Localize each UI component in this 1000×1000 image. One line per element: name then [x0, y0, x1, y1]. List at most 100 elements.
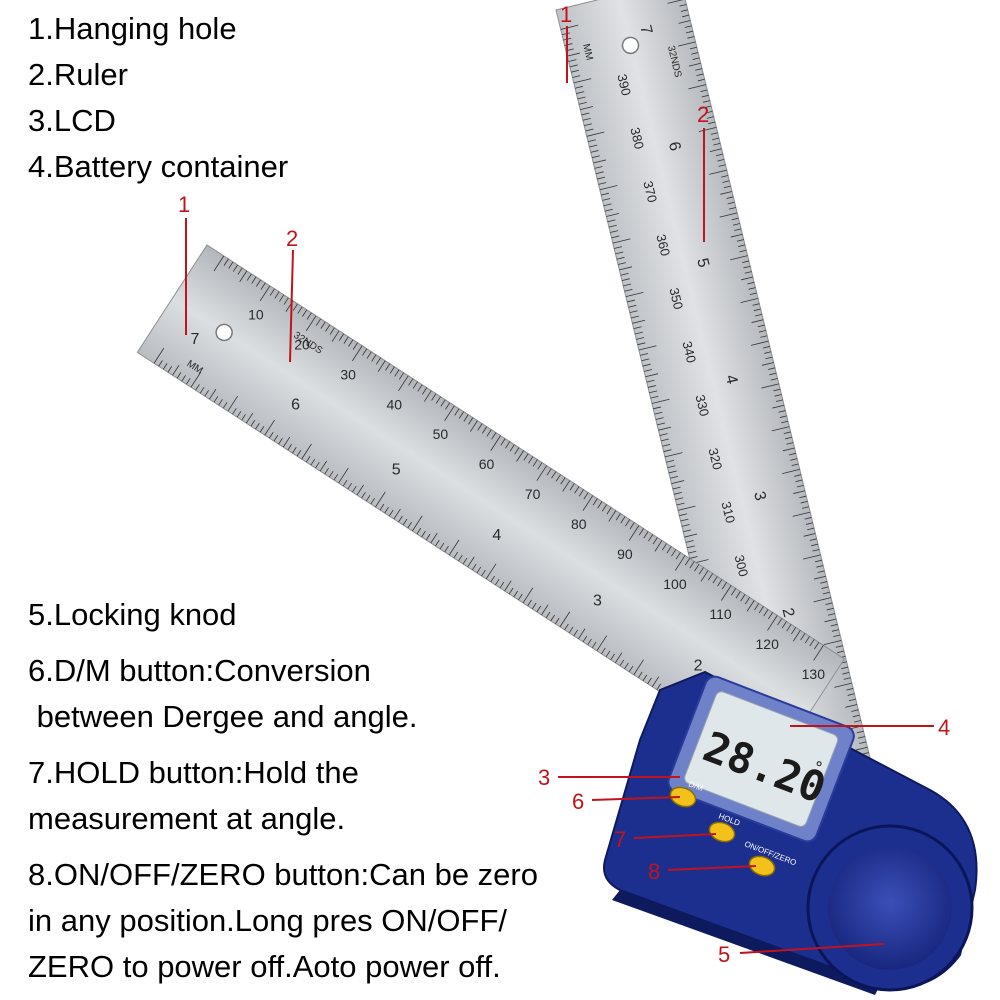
left-tick	[305, 456, 311, 463]
left-tick	[445, 402, 451, 410]
right-tick	[624, 288, 633, 292]
left-tick	[615, 513, 621, 521]
left-tick	[700, 570, 709, 582]
right-tick	[578, 101, 587, 105]
hold-button-group[interactable]: HOLD	[707, 811, 742, 845]
right-tick	[568, 59, 577, 62]
callout-7: 7	[614, 827, 626, 852]
left-tick	[431, 393, 437, 401]
left-tick	[523, 453, 529, 461]
callout-1-right: 1	[560, 2, 572, 27]
right-tick	[663, 449, 672, 452]
left-tick	[195, 384, 200, 391]
left-tick	[486, 429, 492, 437]
left-tick	[675, 552, 681, 560]
dm-button-group[interactable]: D/M	[668, 779, 705, 810]
right-tick	[835, 645, 843, 648]
right-tick	[677, 41, 696, 47]
right-tick	[594, 166, 603, 169]
right-tick	[672, 486, 681, 490]
right-tick	[681, 524, 690, 527]
left-tick	[408, 378, 414, 386]
right-tick	[837, 650, 845, 654]
left-tick	[315, 461, 320, 469]
left-tick	[407, 521, 412, 529]
left-tick	[264, 419, 275, 436]
left-tick	[186, 378, 191, 385]
right-tick	[747, 281, 755, 285]
right-tick	[646, 379, 655, 383]
dm-button[interactable]	[668, 784, 699, 810]
left-tick	[642, 674, 648, 681]
right-tick	[649, 390, 658, 394]
left-tick	[310, 459, 316, 466]
left-tick	[562, 480, 571, 492]
zero-button[interactable]	[747, 853, 778, 879]
right-tick	[561, 32, 570, 36]
right-tick	[769, 372, 777, 376]
left-tick	[619, 659, 625, 667]
locking-knob[interactable]	[806, 824, 974, 992]
hold-button[interactable]	[707, 819, 738, 845]
right-tick	[822, 591, 830, 595]
left-tick	[412, 515, 423, 532]
right-tick	[616, 256, 625, 260]
right-tick	[740, 297, 759, 304]
left-tick	[458, 554, 463, 562]
right-tick	[666, 459, 675, 463]
right-tick	[675, 497, 684, 501]
right-degree-label: 350	[666, 286, 686, 311]
left-tick	[237, 267, 243, 275]
left-tick	[329, 470, 334, 478]
right-tick	[804, 517, 812, 520]
right-tick	[680, 518, 689, 522]
right-tick	[682, 14, 690, 18]
callout-4: 4	[938, 715, 950, 740]
right-tick	[571, 69, 580, 73]
left-tick	[278, 438, 283, 445]
right-tick	[717, 159, 725, 162]
left-tick	[647, 677, 652, 684]
right-tick	[827, 613, 835, 616]
left-tick	[435, 396, 441, 404]
left-tick	[537, 462, 543, 470]
left-tick	[393, 508, 401, 520]
left-tick	[366, 351, 372, 359]
left-tick	[227, 395, 239, 412]
right-tick	[794, 474, 802, 477]
left-tick	[259, 426, 265, 433]
left-tick	[813, 645, 824, 661]
left-tick	[712, 576, 718, 584]
left-tick	[398, 515, 403, 523]
callout-line-6	[591, 796, 681, 801]
right-tick	[732, 223, 740, 226]
callout-lines	[185, 26, 934, 954]
left-tick	[560, 477, 566, 485]
right-tick	[854, 720, 862, 723]
right-tick	[679, 513, 688, 517]
right-tick	[706, 116, 714, 119]
right-tick	[590, 150, 599, 153]
right-tick	[709, 148, 722, 152]
left-mm-label: 60	[479, 456, 495, 472]
left-tick	[315, 318, 321, 326]
left-tick	[232, 408, 237, 415]
right-tick	[751, 319, 764, 323]
device-body: 28.20 ° D/M HOLD ON/OFF/ZERO	[603, 670, 978, 995]
left-tick	[781, 621, 787, 629]
left-tick	[596, 635, 608, 652]
device-edge	[612, 890, 880, 995]
left-tick	[453, 551, 459, 559]
left-tick	[482, 426, 488, 434]
right-tick	[601, 192, 609, 196]
left-tick	[158, 360, 163, 367]
right-tick	[679, 4, 687, 7]
right-tick	[803, 533, 816, 537]
left-tick	[666, 546, 672, 554]
right-tick	[749, 292, 757, 296]
left-tick	[568, 626, 574, 634]
left-tick	[582, 495, 594, 511]
right-tick	[859, 741, 867, 744]
right-tick	[632, 319, 646, 324]
left-tick	[388, 509, 394, 517]
